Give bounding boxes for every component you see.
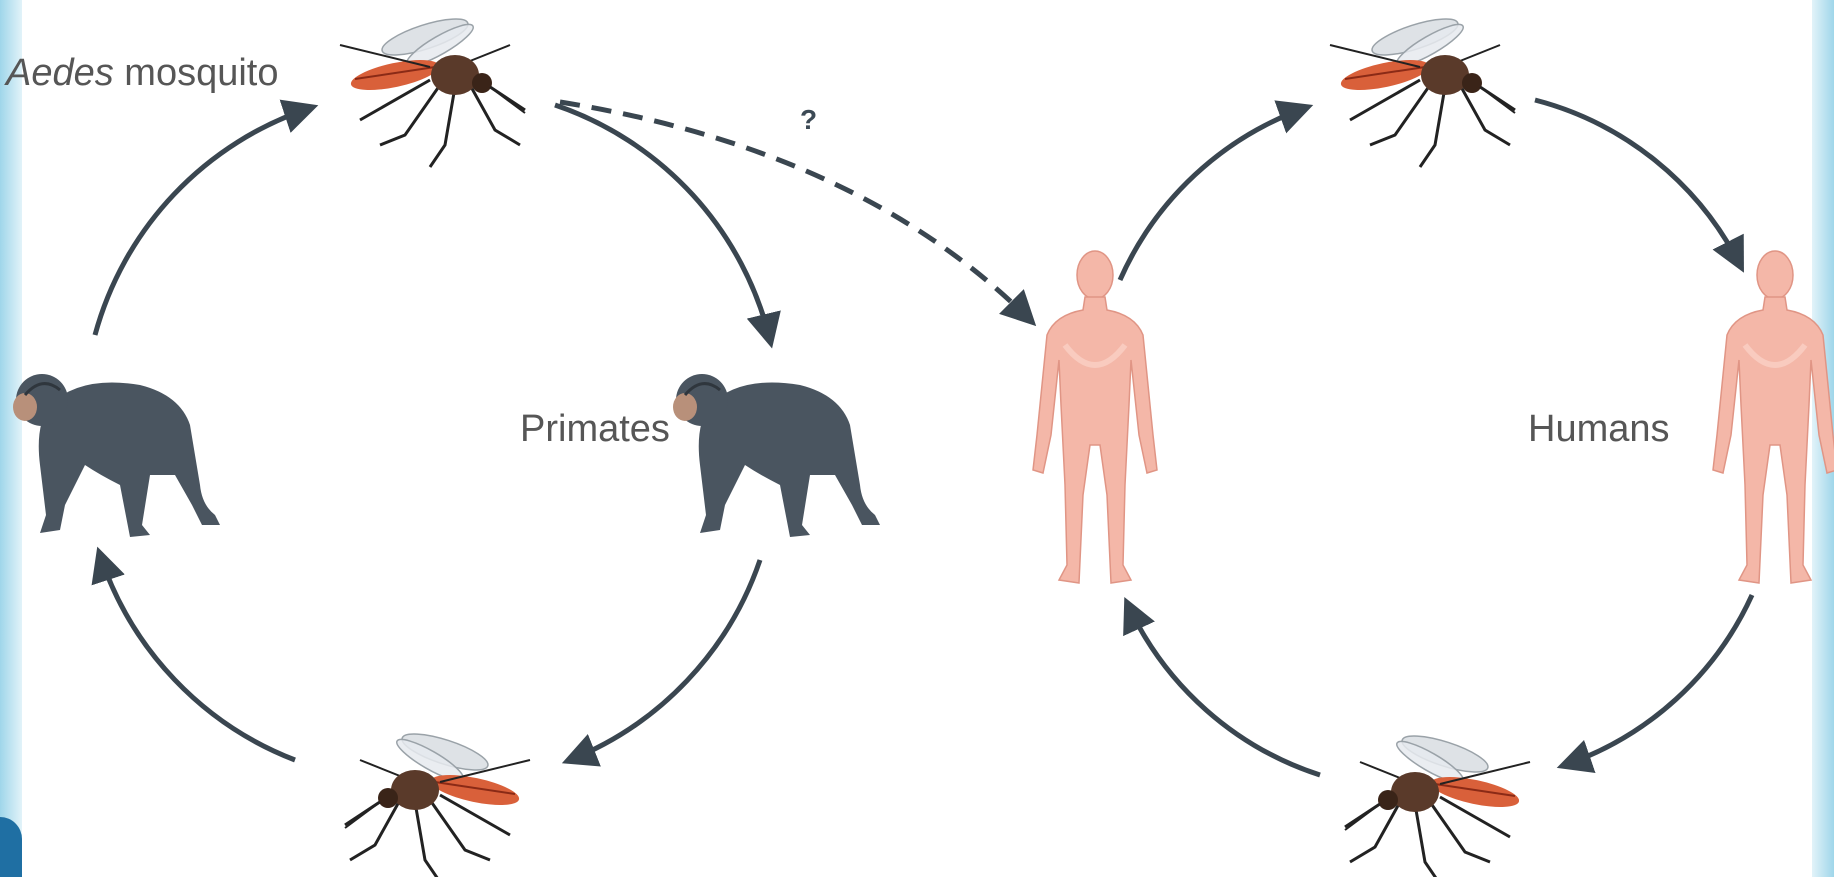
human-icon (1033, 251, 1157, 583)
mosquito-word-text: mosquito (114, 52, 279, 94)
mosquito-icon (340, 12, 525, 167)
aedes-mosquito-label: Aedes mosquito (6, 52, 279, 95)
primate-icon (13, 374, 220, 537)
human-icon (1713, 251, 1834, 583)
arrow-mosquito-to-human (1535, 100, 1740, 265)
arrow-mosquito-to-monkey (100, 555, 295, 760)
mosquito-icon (1345, 729, 1530, 877)
arrow-human-to-mosquito (1120, 108, 1305, 280)
mosquito-icon (1330, 12, 1515, 167)
arrow-monkey-to-mosquito (95, 108, 310, 335)
humans-label: Humans (1528, 408, 1670, 451)
arrow-primate-to-mosquito (570, 560, 760, 760)
aedes-genus-text: Aedes (6, 52, 114, 94)
mosquito-icon (345, 727, 530, 877)
question-mark: ? (800, 104, 817, 136)
primate-icon (673, 374, 880, 537)
arrow-mosquito-to-human-bottom (1128, 605, 1320, 775)
primates-label: Primates (520, 408, 670, 451)
arrow-human-to-mosquito-bottom (1565, 595, 1752, 765)
arrow-spillover-dashed (560, 102, 1030, 320)
arrow-mosquito-to-primate (555, 105, 770, 340)
